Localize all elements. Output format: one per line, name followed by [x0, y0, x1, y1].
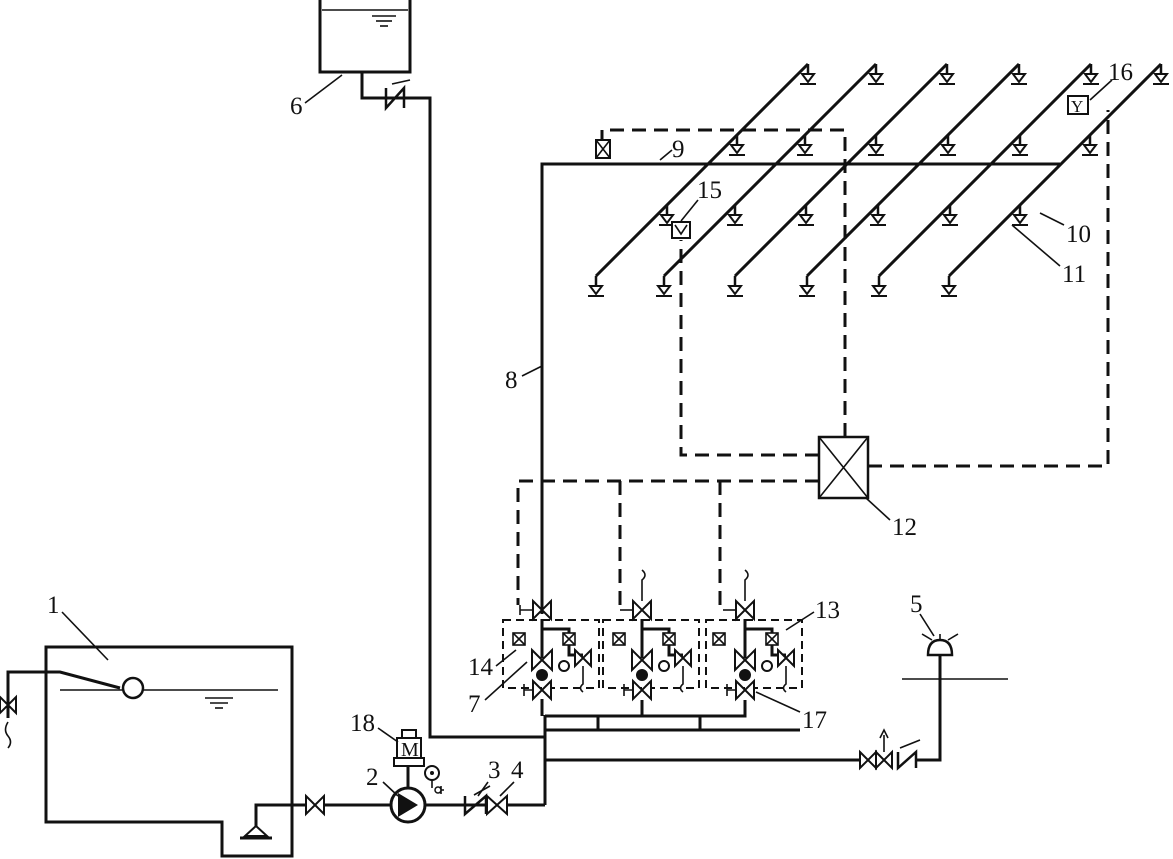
gate-valve-icon [0, 694, 17, 716]
label-9: 9 [672, 136, 685, 163]
sprinkler-head-icon [1082, 135, 1098, 156]
sprinkler-head-icon [727, 276, 743, 297]
label-2: 2 [366, 764, 379, 791]
foot-valve-icon [242, 824, 270, 837]
pump-adapter [859, 633, 1008, 771]
label-5: 5 [910, 591, 923, 618]
sprinkler-head-icon [729, 135, 745, 156]
label-6: 6 [290, 93, 303, 120]
pump-set: M [305, 715, 547, 824]
sprinkler-branch-pipe [877, 62, 1093, 278]
label-18: 18 [350, 710, 375, 737]
gate-valve-icon [532, 598, 552, 622]
sprinkler-head-icon [1012, 205, 1028, 226]
gate-valve-icon [859, 749, 877, 771]
sprinkler-head-icon [871, 276, 887, 297]
sprinkler-head-icon [799, 276, 815, 297]
sprinkler-head-icon [588, 276, 604, 297]
alarm-valve-unit-3 [705, 569, 803, 702]
sprinkler-branch-pipe [805, 62, 1021, 278]
alarm-valve-unit-2 [602, 569, 700, 702]
fire-alarm-controller [516, 110, 1110, 605]
sprinkler-head-icon [941, 276, 957, 297]
detector-icon [671, 221, 691, 239]
main-riser [540, 162, 1060, 762]
sprinkler-head-icon [940, 135, 956, 156]
sprinkler-branch-pipe [662, 62, 878, 278]
gate-valve-icon [486, 793, 508, 817]
pump-adapter-icon [926, 638, 954, 657]
label-7: 7 [468, 691, 481, 718]
sprinkler-head-icon [868, 135, 884, 156]
alarm-valve-unit-1 [502, 598, 600, 716]
float-valve-icon [121, 676, 145, 700]
sprinkler-head-icon [1153, 64, 1169, 85]
flow-switch-symbol: Y [1071, 97, 1083, 116]
sprinkler-head-icon [800, 64, 816, 85]
check-valve-icon [896, 749, 918, 771]
sprinkler-head-icon [868, 64, 884, 85]
label-10: 10 [1066, 221, 1091, 248]
label-11: 11 [1062, 261, 1086, 288]
gate-valve-icon [305, 793, 325, 817]
check-valve-icon [384, 84, 406, 112]
sprinkler-head-icon [870, 205, 886, 226]
sprinkler-head-icon [939, 64, 955, 85]
label-12: 12 [892, 514, 917, 541]
sprinkler-head-icon [1083, 64, 1099, 85]
labels: 1 2 3 4 5 6 7 8 9 10 11 12 13 14 15 16 1… [47, 59, 1133, 791]
label-14: 14 [468, 654, 494, 681]
sprinkler-head-icon [1012, 135, 1028, 156]
sprinkler-branches [588, 62, 1169, 297]
label-16: 16 [1108, 59, 1133, 86]
label-17: 17 [802, 707, 827, 734]
alarm-valve-group [502, 569, 803, 716]
sprinkler-head-icon [942, 205, 958, 226]
sprinkler-head-icon [798, 205, 814, 226]
flow-switch-icon [1067, 95, 1089, 115]
label-1: 1 [47, 592, 60, 619]
leader-lines [61, 74, 1113, 797]
label-8: 8 [505, 367, 518, 394]
label-4: 4 [511, 757, 524, 784]
sprinkler-head-icon [656, 276, 672, 297]
storage-tank [0, 645, 330, 858]
sprinkler-branch-pipe [947, 62, 1163, 278]
sprinkler-head-icon [1011, 64, 1027, 85]
sprinkler-branch-pipe [733, 62, 949, 278]
sprinkler-head-icon [727, 205, 743, 226]
label-13: 13 [815, 597, 840, 624]
sprinkler-head-icon [797, 135, 813, 156]
motor-symbol: M [401, 739, 419, 761]
label-3: 3 [488, 757, 501, 784]
label-15: 15 [697, 177, 722, 204]
sprinkler-branch-pipe [594, 62, 810, 278]
roof-tank [318, 0, 545, 739]
